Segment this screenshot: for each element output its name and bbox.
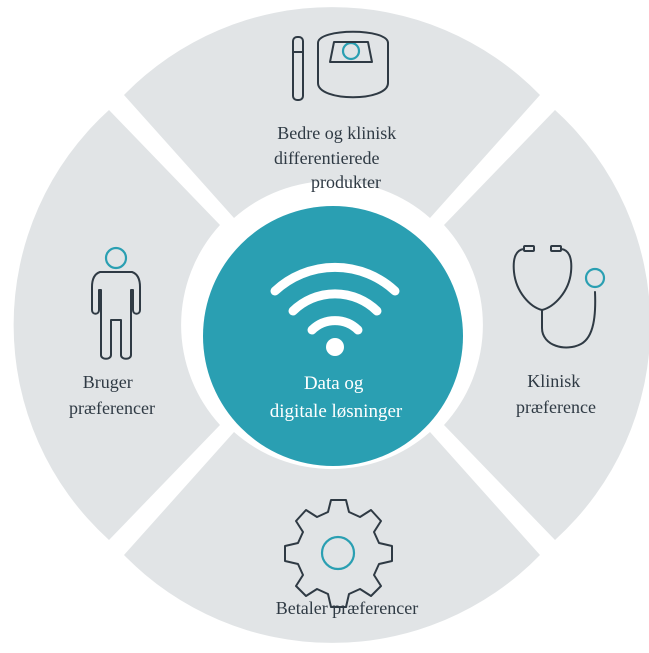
stethoscope-icon [512, 245, 606, 349]
top-label-line: Bedre og klinisk [277, 123, 396, 143]
left-label-line: Bruger [83, 372, 133, 392]
segment-right [444, 110, 649, 540]
outer-ring [13, 7, 649, 643]
gear-icon [284, 499, 393, 608]
left-label-line: præferencer [69, 398, 155, 418]
top-label-line: differentierede [274, 148, 380, 168]
center-label-line: Data og [304, 373, 364, 394]
right-label-line: præference [516, 397, 596, 417]
top-segment-label: Bedre og klinisk differentierede produkt… [274, 123, 401, 192]
person-icon [91, 246, 141, 360]
wifi-icon [270, 262, 400, 356]
medical-device-icon [292, 30, 389, 101]
left-segment-label: Bruger præferencer [69, 372, 155, 418]
segment-top [124, 7, 540, 219]
bottom-segment-label: Betaler præferencer [276, 598, 418, 618]
center-circle [203, 206, 463, 466]
bottom-label-line: Betaler præferencer [276, 598, 418, 618]
right-segment-label: Klinisk præference [516, 371, 596, 417]
top-label-line: produkter [311, 172, 381, 192]
center-label: Data og digitale løsninger [270, 373, 403, 422]
right-label-line: Klinisk [527, 371, 580, 391]
segment-left [13, 110, 221, 540]
center-label-line: digitale løsninger [270, 401, 403, 422]
